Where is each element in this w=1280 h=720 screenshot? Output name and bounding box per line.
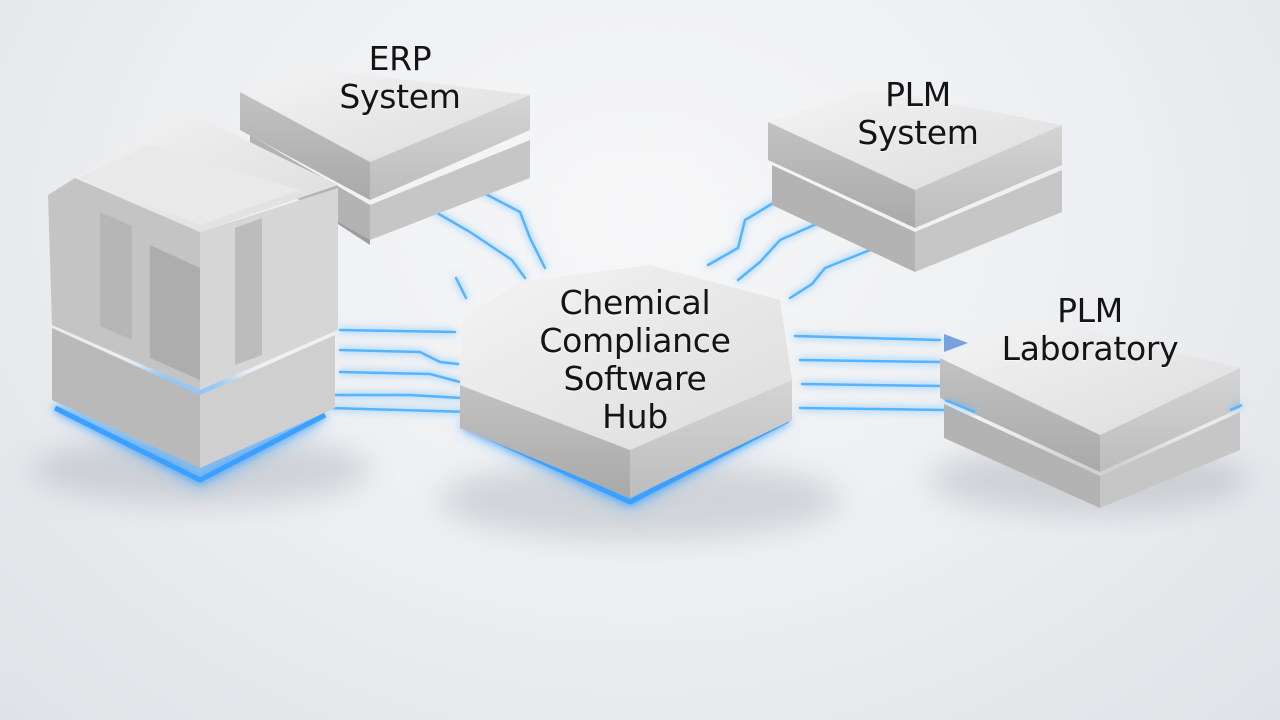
connector-hub-lab-2 — [798, 358, 942, 364]
hub-label-line-1: Chemical — [559, 283, 711, 322]
connector-erp-hub-2 — [476, 188, 547, 270]
plm-laboratory-block — [940, 322, 1240, 508]
connector-plm-hub-2 — [736, 216, 832, 282]
connector-hub-lab-4 — [798, 406, 947, 412]
block-glows — [944, 398, 1243, 414]
hub-block — [460, 265, 792, 508]
connector-hub-lab-1 — [793, 334, 942, 342]
plm-laboratory-label: PLM Laboratory — [970, 292, 1210, 368]
connector-hub-lab-3 — [800, 382, 942, 388]
hub-label: Chemical Compliance Software Hub — [490, 284, 780, 436]
connection-lines — [328, 188, 947, 414]
connector-server-hub-3 — [338, 370, 462, 384]
plm-system-label-line-2: System — [857, 113, 979, 152]
hub-label-line-2: Compliance — [539, 321, 731, 360]
connector-erp-hub-1 — [430, 208, 527, 280]
connector-plm-hub-3 — [788, 248, 872, 300]
arrow-head — [944, 334, 968, 352]
connector-server-hub-1 — [338, 328, 457, 334]
plm-system-block — [768, 88, 1062, 272]
hub-label-line-4: Hub — [602, 397, 668, 436]
plm-system-label: PLM System — [818, 76, 1018, 152]
connector-plm-hub-1 — [706, 194, 787, 267]
plm-laboratory-label-line-1: PLM — [1057, 291, 1123, 330]
connector-erp-hub-3 — [454, 276, 468, 300]
connector-server-hub-4 — [333, 393, 464, 400]
connector-server-hub-5 — [328, 406, 472, 414]
hub-label-line-3: Software — [563, 359, 707, 398]
erp-label-line-2: System — [339, 77, 461, 116]
server-tower-block — [48, 108, 338, 488]
connector-server-hub-2 — [338, 348, 460, 366]
plm-laboratory-label-line-2: Laboratory — [1001, 329, 1179, 368]
erp-system-label: ERP System — [300, 40, 500, 116]
plm-system-label-line-1: PLM — [885, 75, 951, 114]
erp-label-line-1: ERP — [368, 39, 432, 78]
